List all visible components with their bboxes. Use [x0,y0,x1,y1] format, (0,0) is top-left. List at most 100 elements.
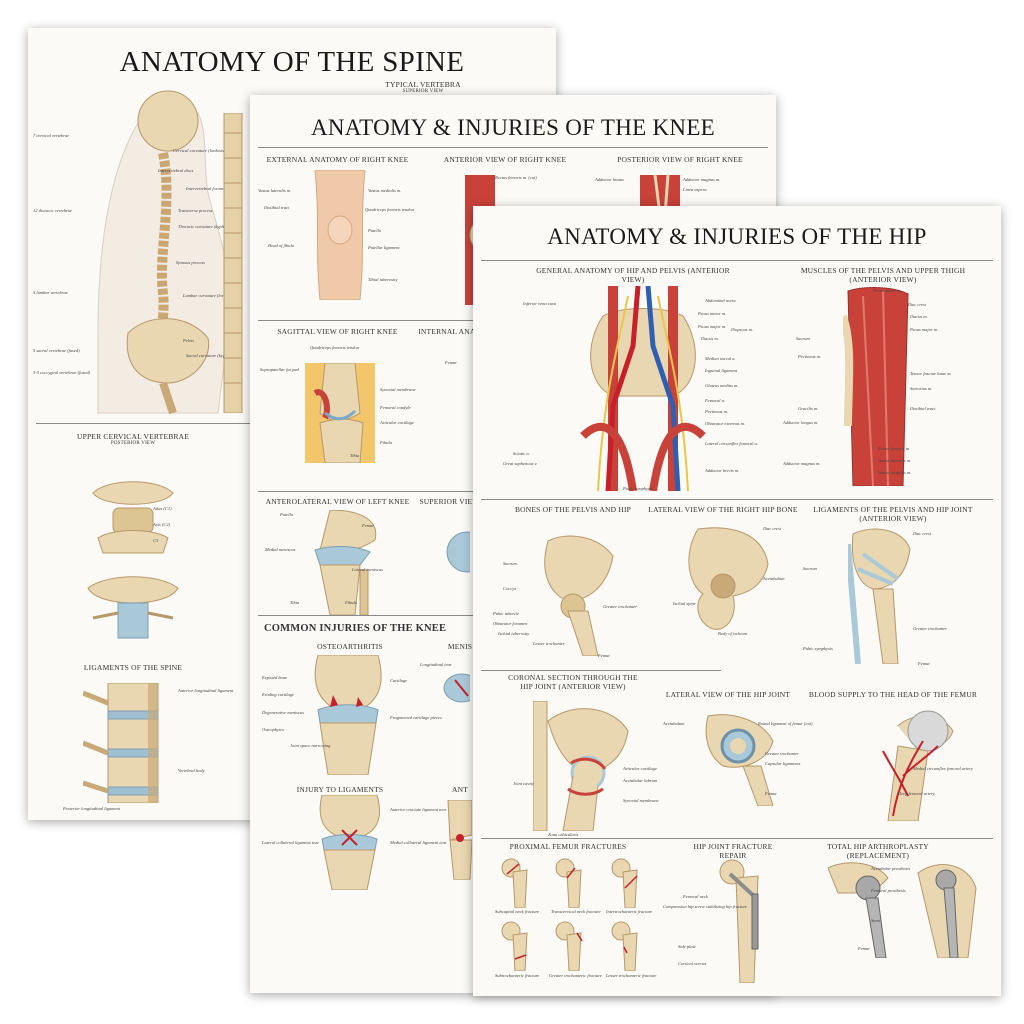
label-iliopsoas: Iliopsoas m. [731,327,754,332]
label-adductor-magnus: Adductor magnus m. [683,177,721,182]
label-intertrochanteric: Intertrochanteric fracture [606,909,653,914]
hip-muscles-figure [843,287,909,486]
label-greater-trochanter: Greater trochanter [603,604,638,609]
label-adductor-longus: Adductor longus m. [783,420,819,425]
label-cervical: 7 cervical vertebrae [33,133,70,138]
section-upper-cervical: UPPER CERVICAL VERTEBRAE [76,432,190,441]
label-tensor-fasciae: Tensor fasciae latae m. [910,371,952,376]
fracture-subtrochanteric-figure [501,921,528,971]
label-zona-orbicularis: Zona orbicularis [548,832,579,837]
label-cartilage: Cartilage [390,678,408,683]
label-patellar-ligament: Patellar ligament [368,245,400,250]
label-body-ischium: Body of ischium [718,631,747,636]
section-muscles: MUSCLES OF THE PELVIS AND UPPER THIGH (A… [800,266,966,284]
label-femoral-prosthesis: Femoral prosthesis [871,888,906,893]
section-arthroplasty: TOTAL HIP ARTHROPLASTY (REPLACEMENT) [827,842,929,860]
ant-injury-figure [447,800,472,880]
label-acetabular-labrum: Acetabular labrum [623,778,658,783]
label-patella-anterolateral: Patella [280,512,293,517]
label-degenerative-meniscus: Degenerative meniscus [262,710,304,715]
hip-title-rule [481,260,993,261]
label-intervertebral-foramen: Intervertebral foramen [186,186,228,191]
label-thoracic: 12 thoracic vertebrae [33,208,72,213]
spine-divider [36,423,256,424]
label-ivc: Inferior vena cava [523,301,557,306]
label-deep-femoral: Deep femoral artery [898,791,935,796]
label-side-plate: Side plate [678,944,696,949]
label-cortical-screws: Cortical screws [678,961,707,966]
spine-lateral-figure [97,90,232,415]
section-sagittal-view: SAGITTAL VIEW OF RIGHT KNEE [277,327,398,336]
label-subtrochanteric: Subtrochanteric fracture [495,973,540,978]
label-lesser-trochanter: Lesser trochanter [533,641,565,646]
label-vastus-medialis-muscles: Vastus medialis m. [878,470,912,475]
label-vastus-lateralis: Vastus lateralis m. [258,188,292,193]
label-head-fibula: Head of fibula [268,243,294,248]
ligament-injury-figure [319,795,381,890]
label-acetabulum-joint: Acetabulum [663,721,685,726]
label-subcapital: Subcapital neck fracture [495,909,540,914]
label-sacrum-ligaments: Sacrum [803,566,817,571]
section-ligament-injury: INJURY TO LIGAMENTS [296,785,384,794]
label-greater-trochanter-joint: Greater trochanter [765,751,800,756]
label-coccygeal: 3-5 coccygeal vertebrae (fused) [33,370,91,375]
label-pelvis: Pelvis [183,338,194,343]
label-medial-circumflex: Medial circumflex femoral artery [913,766,973,771]
label-sciatic-nerve: Sciatic n. [513,451,530,456]
label-lateral-meniscus: Lateral meniscus [352,567,383,572]
label-synovial-membrane: Synovial membrane [380,387,416,392]
hip-poster: ANATOMY & INJURIES OF THE HIP GENERAL AN… [473,206,1001,996]
label-linea-aspera: Linea aspera [683,187,707,192]
label-lumbar-curvature: Lumbar curvature (lordosis) [183,293,235,298]
label-psoas-major: Psoas major m. [698,324,727,329]
section-posterior-view: POSTERIOR VIEW [110,441,156,446]
section-ligaments-spine: LIGAMENTS OF THE SPINE [83,663,183,672]
label-iliacus: Iliacus m. [701,336,719,341]
section-fracture-repair: HIP JOINT FRACTURE REPAIR [693,842,773,860]
label-compression-screw: Compression hip screw stabilizing hip fr… [663,904,748,909]
label-pectineus: Pectineus m. [705,409,728,414]
label-osteophytes: Osteophytes [262,727,284,732]
fracture-subcapital-figure [501,858,528,908]
label-vertebral-body: Vertebral body [178,768,205,773]
label-sacrum-muscles: Sacrum [796,336,810,341]
fracture-lesser-trochanteric-figure [611,921,638,971]
spine-ligaments-figure [83,683,159,803]
label-femoral-nerve: Femoral n. [705,398,725,403]
blood-supply-figure [882,710,954,821]
sagittal-knee-figure [305,363,375,463]
label-lcl-tear: Lateral collateral ligament tear [262,840,320,845]
label-transcervical: Transcervical neck fracture [551,909,601,914]
label-lateral-circumflex: Lateral circumflex femoral a. [705,441,758,446]
label-tibia-sagittal: Tibia [350,453,360,458]
osteoarthritis-figure [314,655,382,775]
label-iliac-crest-lateral: Iliac crest [763,526,781,531]
label-coccyx: Coccyx [503,586,517,591]
section-general-anatomy: GENERAL ANATOMY OF HIP AND PELVIS (ANTER… [536,266,730,284]
label-adductor-hiatus: Adductor hiatus [595,177,624,182]
label-mcl-tear: Medial collateral ligament tear [390,840,447,845]
label-iliotibial-muscles: Iliotibial tract [910,406,936,411]
label-iliotibial-tract: Iliotibial tract [264,205,290,210]
label-pubic-tubercle: Pubic tubercle [493,611,520,616]
label-c3: C3 [153,538,159,543]
label-longitudinal-tear: Longitudinal tear [420,662,452,667]
label-exposed-bone: Exposed bone [262,675,288,680]
section-lateral-joint: LATERAL VIEW OF THE HIP JOINT [665,690,791,699]
label-sartorius: Sartorius m. [910,386,933,391]
label-rectus-femoris-muscles: Rectus femoris m. [878,446,911,451]
label-femur-internal: Femur [445,360,457,365]
label-adductor-magnus: Adductor magnus m. [783,461,821,466]
spine-posterior-figure [223,113,243,413]
hip-row-rule-2a [481,670,721,671]
label-femur-anterolateral: Femur [362,523,374,528]
label-femur-ligaments: Femur [918,661,930,666]
label-pubic-symphysis: Pubic symphysis [623,486,653,491]
label-iliacus-muscles: Iliacus m. [910,314,928,319]
label-quad-tendon: Quadriceps femoris tendon [365,207,414,212]
label-joint-space-narrowing: Joint space narrowing [290,743,331,748]
section-blood-supply: BLOOD SUPPLY TO THE HEAD OF THE FEMUR [808,690,978,699]
label-fibula-sagittal: Fibula [380,440,392,445]
label-fibula-anterolateral: Fibula [345,600,357,605]
label-vastus-lateralis-muscles: Vastus lateralis m. [878,458,912,463]
